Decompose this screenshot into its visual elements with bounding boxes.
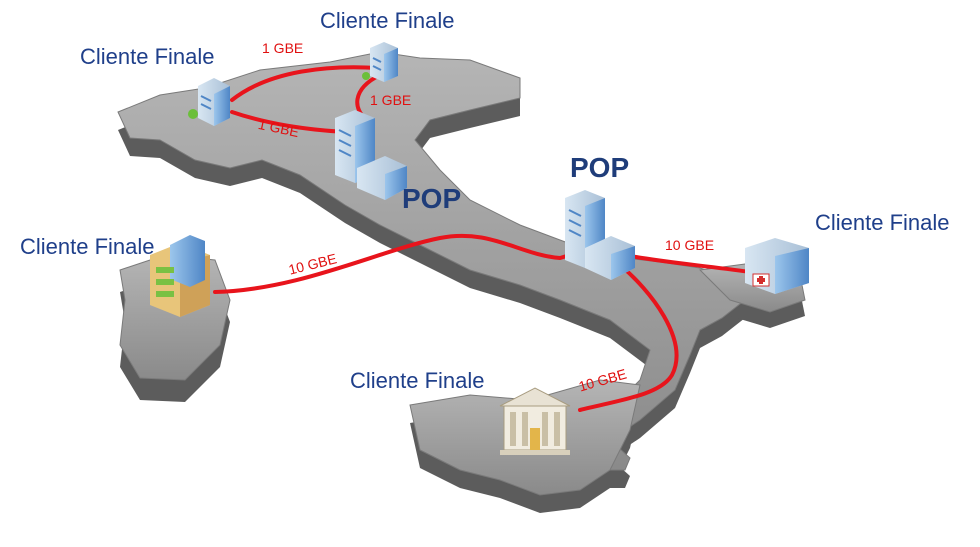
link-line-pop-to-sicily [578,263,679,412]
client-label-nw: Cliente Finale [80,44,215,69]
client-label-e: Cliente Finale [815,210,950,235]
link-line-pop-to-east [623,253,752,274]
apartment-building-icon [150,235,210,317]
link-line-nw-to-n [230,65,380,102]
datacenter-building-icon [335,110,407,200]
pop-label-center: POP [570,152,630,183]
bank-icon [499,387,571,455]
client-label-w: Cliente Finale [20,234,155,259]
link-label-nw-to-n: 1 GBE [262,40,304,56]
client-label-n: Cliente Finale [320,8,455,33]
map-italy-mainland [117,51,746,471]
datacenter-building-icon [565,190,635,280]
office-building-icon [188,78,230,126]
hospital-icon [745,238,809,294]
link-line-nw-to-pop [230,110,347,134]
office-building-icon [362,42,398,82]
link-label-pop-to-east: 10 GBE [665,237,715,253]
link-label-n-to-pop: 1 GBE [370,92,412,108]
client-label-s: Cliente Finale [350,368,485,393]
pop-label-north: POP [402,183,462,214]
link-line-sardinia-to-pop [213,233,582,294]
